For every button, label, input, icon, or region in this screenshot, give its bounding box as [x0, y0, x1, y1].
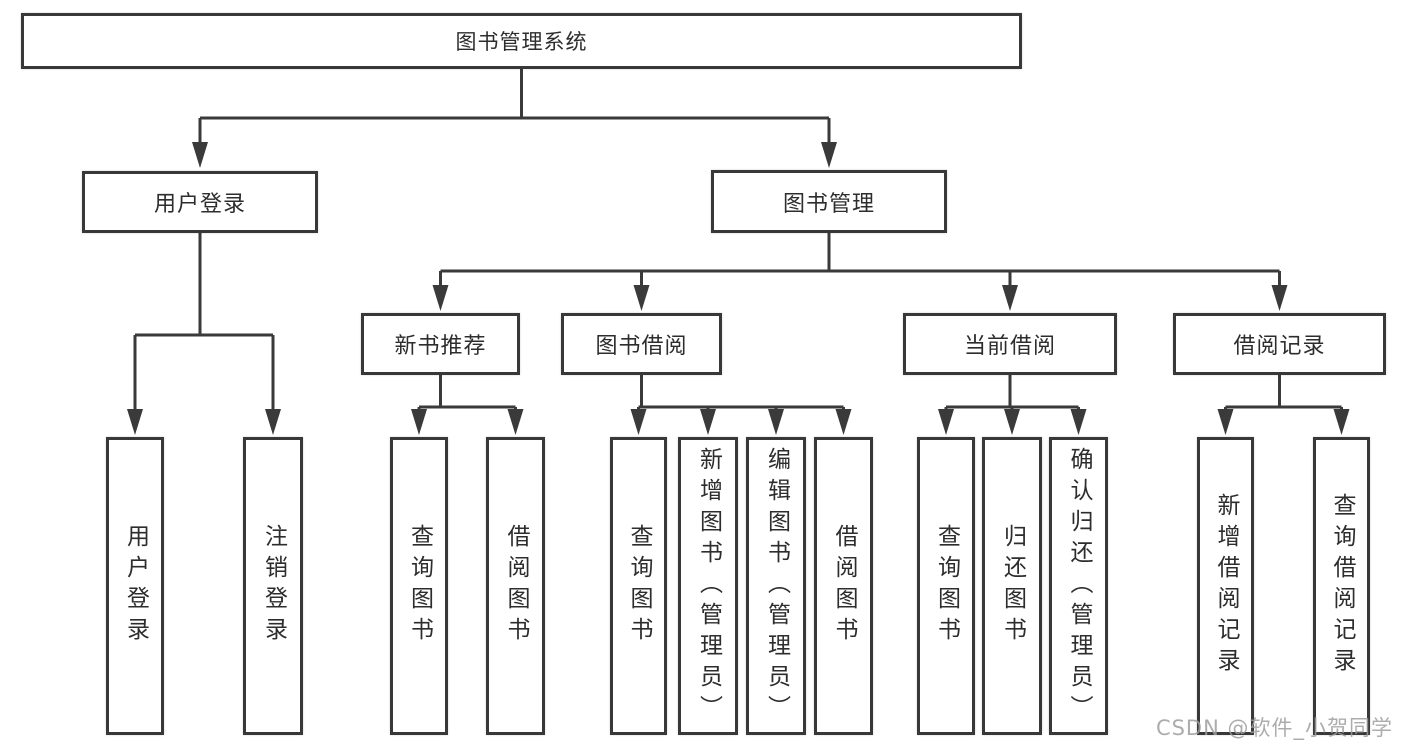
leaf-label: 查询图书: [933, 524, 960, 648]
node-leaf-user-login: 用户登录: [106, 437, 164, 735]
node-leaf-borrow-books: 借阅图书: [814, 437, 873, 735]
node-root-label: 图书管理系统: [455, 30, 588, 54]
node-current-borrow-label: 当前借阅: [963, 334, 1056, 359]
leaf-label: 归还图书: [999, 524, 1026, 648]
node-leaf-query-books-borrow: 查询图书: [610, 437, 667, 735]
node-new-book-recommend-label: 新书推荐: [394, 334, 487, 359]
node-leaf-logout: 注销登录: [243, 437, 303, 735]
leaf-label: 查询图书: [406, 524, 433, 648]
leaf-label: 编辑图书（管理员）: [763, 446, 790, 726]
leaf-label: 新增借阅记录: [1213, 493, 1239, 679]
node-leaf-add-books-admin: 新增图书（管理员）: [678, 437, 738, 735]
node-root-system: 图书管理系统: [21, 13, 1022, 69]
leaf-label: 新增图书（管理员）: [695, 446, 722, 726]
leaf-label: 查询图书: [626, 524, 652, 648]
leaf-label: 用户登录: [122, 524, 149, 648]
node-leaf-query-books-recommend: 查询图书: [390, 437, 448, 735]
node-leaf-return-books: 归还图书: [982, 437, 1042, 735]
node-book-borrow: 图书借阅: [561, 313, 722, 375]
node-leaf-borrow-books-recommend: 借阅图书: [486, 437, 545, 735]
leaf-label: 查询借阅记录: [1329, 493, 1355, 679]
leaf-label: 借阅图书: [831, 524, 857, 648]
csdn-watermark: CSDN @软件_小贺同学: [1155, 716, 1393, 740]
node-book-management-label: 图书管理: [782, 191, 875, 217]
node-leaf-edit-books-admin: 编辑图书（管理员）: [746, 437, 806, 735]
node-new-book-recommend: 新书推荐: [361, 313, 520, 375]
node-book-borrow-label: 图书借阅: [595, 334, 688, 359]
leaf-label: 注销登录: [260, 524, 287, 648]
node-leaf-add-borrow-record: 新增借阅记录: [1197, 437, 1254, 735]
node-book-management: 图书管理: [711, 170, 947, 233]
node-leaf-query-borrow-record: 查询借阅记录: [1313, 437, 1370, 735]
node-borrow-records: 借阅记录: [1173, 313, 1386, 375]
node-user-login: 用户登录: [82, 171, 318, 233]
node-current-borrow: 当前借阅: [903, 313, 1117, 375]
leaf-label: 借阅图书: [503, 524, 529, 648]
node-borrow-records-label: 借阅记录: [1233, 334, 1326, 359]
node-leaf-confirm-return-admin: 确认归还（管理员）: [1049, 437, 1108, 735]
leaf-label: 确认归还（管理员）: [1066, 446, 1092, 726]
node-user-login-label: 用户登录: [153, 192, 246, 217]
node-leaf-query-books-current: 查询图书: [917, 437, 975, 735]
